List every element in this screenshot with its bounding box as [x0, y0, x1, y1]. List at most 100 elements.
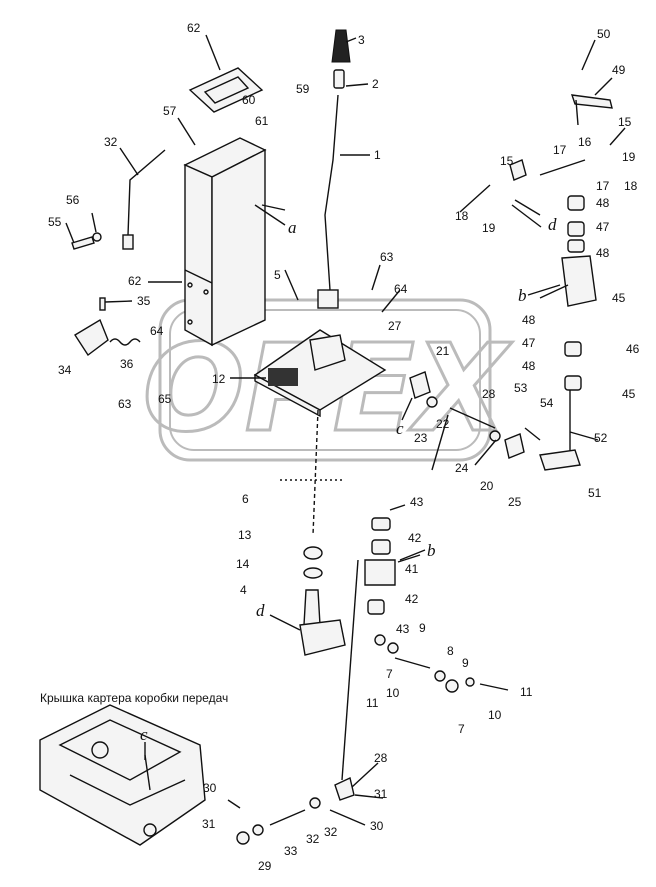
label-45: 45: [622, 387, 636, 401]
rod-36: [122, 149, 166, 250]
label-27: 27: [388, 319, 402, 333]
leader-lines: [65, 34, 626, 826]
label-16: 16: [578, 135, 592, 149]
label-20: 20: [480, 479, 494, 493]
label-57: 57: [163, 104, 177, 118]
label-63: 63: [380, 250, 394, 264]
caption: Крышка картера коробки передач: [40, 691, 228, 705]
label-63-left: 63: [118, 397, 132, 411]
label-34: 30: [203, 781, 217, 795]
label-24: 24: [455, 461, 469, 475]
label-42-top: 42: [408, 531, 422, 545]
label-55: 55: [48, 215, 62, 229]
reference-letters: a b b c c d d: [140, 215, 557, 744]
label-18-right: 18: [624, 179, 638, 193]
label-48-left: 48: [522, 313, 536, 327]
label-41: 41: [405, 562, 419, 576]
transmission-cover: [39, 704, 355, 846]
label-36: 32: [104, 135, 118, 149]
label-31: 32: [306, 832, 320, 846]
label-60: 60: [242, 93, 256, 107]
label-47-top: 47: [596, 220, 610, 234]
label-46: 46: [626, 342, 640, 356]
label-10: 10: [488, 708, 502, 722]
label-61: 61: [255, 114, 269, 128]
ref-a: a: [288, 218, 297, 237]
label-4: 4: [240, 583, 247, 597]
lower-assembly: [299, 409, 475, 781]
label-3: 3: [358, 33, 365, 47]
shift-lever: [317, 29, 351, 309]
label-17-right: 17: [596, 179, 610, 193]
label-39: 35: [137, 294, 151, 308]
label-64-left: 64: [150, 324, 164, 338]
label-42: 42: [405, 592, 419, 606]
label-64: 64: [394, 282, 408, 296]
label-35: 31: [202, 817, 216, 831]
label-54: 54: [540, 396, 554, 410]
label-10-left: 10: [386, 686, 400, 700]
label-40: 36: [120, 357, 134, 371]
right-linkage: [509, 94, 613, 471]
label-6: 6: [242, 492, 249, 506]
reference-arrows: [144, 199, 561, 760]
label-29: 28: [374, 751, 388, 765]
ref-d-right: d: [548, 215, 557, 234]
label-56: 56: [66, 193, 80, 207]
label-2: 2: [372, 77, 379, 91]
label-38: 34: [58, 363, 72, 377]
label-43: 43: [410, 495, 424, 509]
ref-b-right: b: [518, 286, 527, 305]
label-25: 25: [508, 495, 522, 509]
label-19: 19: [482, 221, 496, 235]
bolt-55: [71, 232, 102, 250]
middle-linkage: [409, 371, 541, 459]
label-62-top: 62: [187, 21, 201, 35]
shift-housing: [183, 137, 267, 347]
label-12: 12: [212, 372, 226, 386]
label-17: 17: [553, 143, 567, 157]
label-32: 32: [324, 825, 338, 839]
label-52: 52: [594, 431, 608, 445]
label-47-left: 47: [522, 336, 536, 350]
label-23: 23: [414, 431, 428, 445]
label-7: 7: [458, 722, 465, 736]
label-11: 11: [520, 685, 533, 699]
cover-plate: [188, 67, 264, 113]
bracket-38: [74, 297, 141, 357]
label-22: 22: [436, 417, 450, 431]
label-49: 49: [612, 63, 626, 77]
label-48-low: 48: [522, 359, 536, 373]
label-1: 1: [374, 148, 381, 162]
ref-c-low: c: [140, 725, 148, 744]
label-33: 33: [284, 844, 298, 858]
label-9-top: 9: [419, 621, 426, 635]
base-plate: [253, 329, 387, 418]
part-labels: 3 2 1 62 57 60 59 61 32 56 55 62 35 64 3…: [48, 21, 640, 873]
label-5: 5: [274, 268, 281, 282]
label-50: 50: [597, 27, 611, 41]
label-48-mid: 48: [596, 246, 610, 260]
label-15: 15: [500, 154, 514, 168]
label-65: 65: [158, 392, 172, 406]
label-21: 21: [436, 344, 450, 358]
label-30: 29: [258, 859, 272, 873]
label-53: 53: [514, 381, 528, 395]
label-48-top: 48: [596, 196, 610, 210]
ref-d-low: d: [256, 601, 265, 620]
label-51: 51: [588, 486, 602, 500]
label-35-right: 31: [374, 787, 388, 801]
label-15-right: 15: [618, 115, 632, 129]
label-43-low: 43: [396, 622, 410, 636]
label-19-right: 19: [622, 150, 636, 164]
label-28: 28: [482, 387, 496, 401]
ref-b-low: b: [427, 541, 436, 560]
label-9: 9: [462, 656, 469, 670]
label-62: 62: [128, 274, 142, 288]
label-14: 14: [236, 557, 250, 571]
label-13: 13: [238, 528, 252, 542]
ref-c: c: [396, 419, 404, 438]
label-34-right: 30: [370, 819, 384, 833]
label-7-top: 7: [386, 667, 393, 681]
